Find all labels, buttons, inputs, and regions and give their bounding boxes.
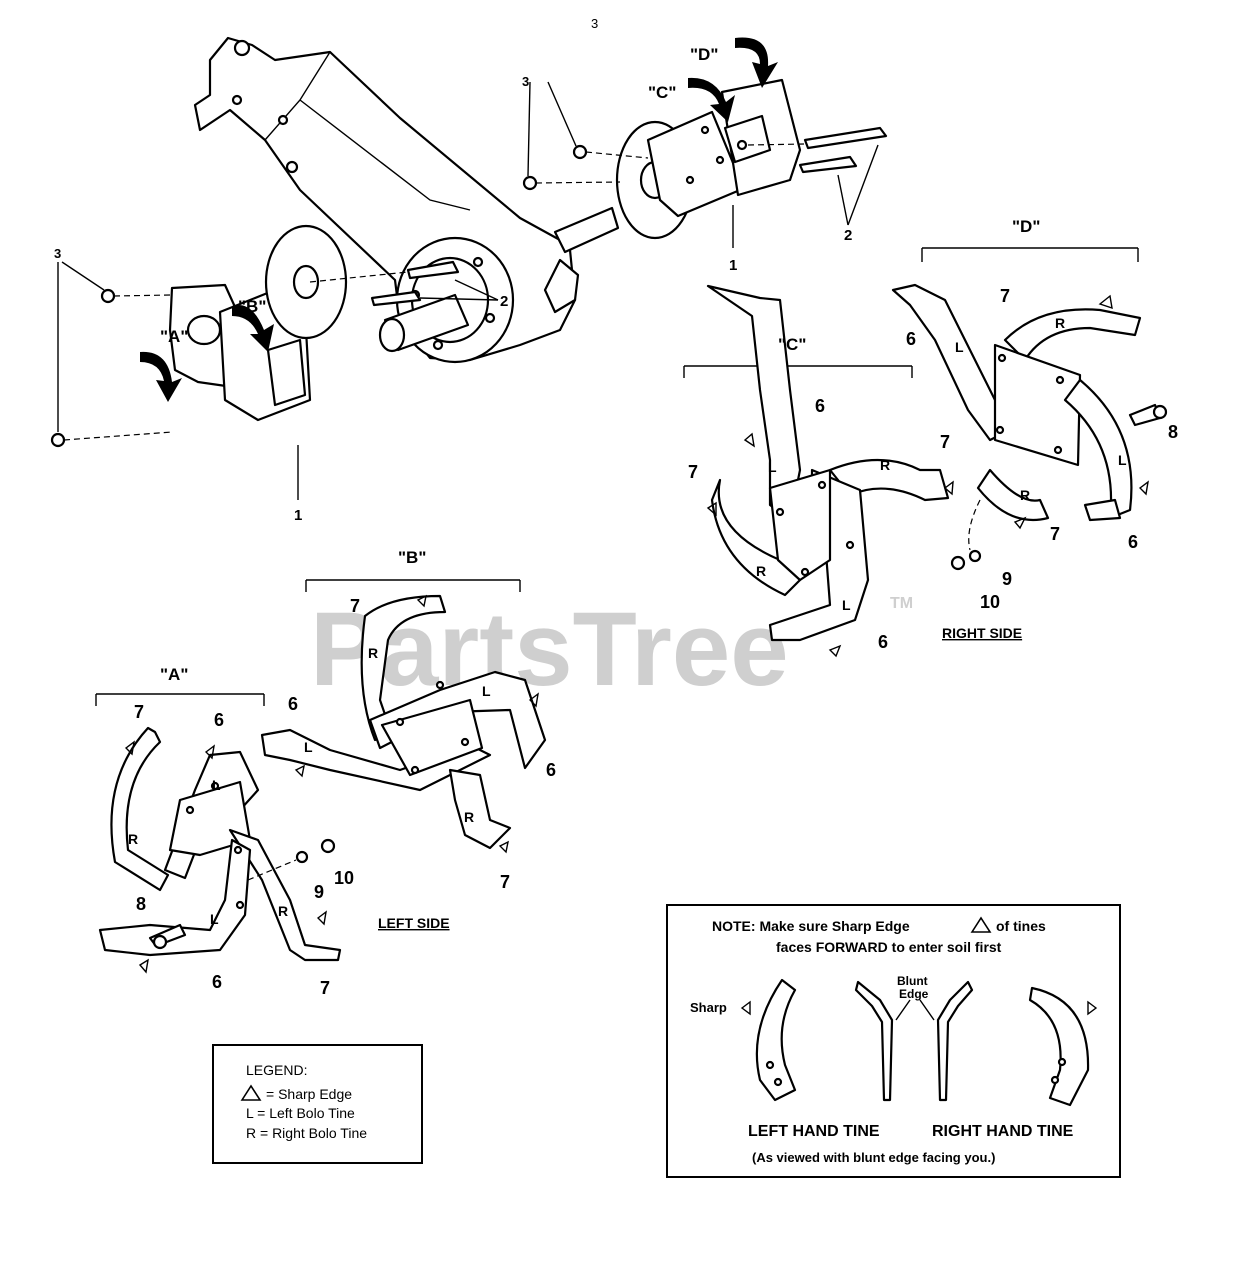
label-d: "D": [1012, 217, 1040, 236]
callout-a-10: 10: [334, 868, 354, 888]
callout-3-left: 3: [54, 246, 61, 261]
callout-3-right: 3: [522, 74, 529, 89]
callout-a-6a: 6: [214, 710, 224, 730]
callout-b-6a: 6: [288, 694, 298, 714]
label-c-hub: "C": [648, 83, 676, 102]
callout-a-8: 8: [136, 894, 146, 914]
tine-b-letter-l2: L: [304, 739, 313, 755]
left-hand-tine-icon: [755, 978, 797, 1102]
legend-left: L = Left Bolo Tine: [246, 1105, 355, 1121]
legend-sharp: = Sharp Edge: [266, 1086, 352, 1102]
right-hand-tine-label: RIGHT HAND TINE: [932, 1123, 1074, 1140]
sharp-edge-icon: [240, 1084, 262, 1101]
tine-b-letter-r2: R: [464, 809, 474, 825]
legend-box: LEGEND: = Sharp Edge L = Left Bolo Tine …: [212, 1044, 423, 1164]
tine-assembly-b: "B" R L L R 7 6 6 7: [260, 548, 556, 892]
right-hub-assembly: [522, 37, 888, 248]
note-line-1b: of tines: [996, 918, 1046, 934]
tine-a-letter-l1: L: [212, 777, 221, 793]
label-c: "C": [778, 335, 806, 354]
tine-c-letter-r2: R: [756, 563, 766, 579]
tine-b-letter-r: R: [368, 645, 378, 661]
note-sharp-edge-icon: [970, 916, 992, 933]
left-side-label: LEFT SIDE: [378, 915, 450, 931]
tine-assembly-d: "D" L R R L 6 7 8 7 6 9 10 RIGHT SIDE: [891, 217, 1178, 641]
tine-a-letter-r2: R: [278, 903, 288, 919]
tine-d-letter-r2: R: [1020, 487, 1030, 503]
tine-assembly-a: "A" L R L R 7 6 8 9 10 6 7 LEFT SIDE: [95, 665, 450, 998]
callout-c-7b: 7: [940, 432, 950, 452]
tine-d-letter-l2: L: [1118, 452, 1127, 468]
callout-a-7a: 7: [134, 702, 144, 722]
tine-b-letter-l1: L: [482, 683, 491, 699]
callout-c-6b: 6: [878, 632, 888, 652]
tine-a-letter-l2: L: [210, 911, 219, 927]
callout-d-8: 8: [1168, 422, 1178, 442]
watermark-tm: TM: [890, 595, 913, 612]
label-a-hub: "A": [160, 327, 188, 346]
right-hand-tine-icon: [1028, 986, 1090, 1107]
blunt-label-2: Edge: [899, 987, 929, 1001]
tine-d-letter-l: L: [955, 339, 964, 355]
callout-d-10: 10: [980, 592, 1000, 612]
sharp-label: Sharp: [690, 1000, 727, 1015]
left-hand-tine-label: LEFT HAND TINE: [748, 1123, 880, 1140]
blunt-edge-right-icon: [936, 980, 974, 1102]
note-line-1: NOTE: Make sure Sharp Edge: [712, 918, 910, 934]
callout-d-7b: 7: [1050, 524, 1060, 544]
legend-right: R = Right Bolo Tine: [246, 1125, 367, 1141]
callout-a-7b: 7: [320, 978, 330, 998]
callout-1-right: 1: [729, 257, 737, 274]
label-b: "B": [398, 548, 426, 567]
callout-d-9: 9: [1002, 569, 1012, 589]
blunt-edge-left-icon: [854, 980, 894, 1102]
label-b-hub: "B": [238, 297, 266, 316]
callout-c-7a: 7: [688, 462, 698, 482]
callout-2-right: 2: [844, 227, 852, 244]
right-side-label: RIGHT SIDE: [942, 625, 1022, 641]
tine-assembly-c: "C" L R R L 6 7 7 6: [683, 284, 954, 658]
label-a: "A": [160, 665, 188, 684]
viewed-note: (As viewed with blunt edge facing you.): [752, 1150, 995, 1165]
callout-a-9: 9: [314, 882, 324, 902]
tine-c-letter-l1: L: [768, 459, 777, 475]
callout-d-7a: 7: [1000, 286, 1010, 306]
tine-c-letter-r1: R: [880, 457, 890, 473]
tine-a-letter-r1: R: [128, 831, 138, 847]
callout-1-left: 1: [294, 507, 302, 524]
callout-b-7b: 7: [500, 872, 510, 892]
tine-c-letter-l2: L: [842, 597, 851, 613]
left-hub-assembly: [50, 224, 499, 500]
note-line-2: faces FORWARD to enter soil first: [776, 939, 1002, 955]
callout-b-7a: 7: [350, 596, 360, 616]
tine-d-letter-r1: R: [1055, 315, 1065, 331]
callout-d-6a: 6: [906, 329, 916, 349]
label-d-hub: "D": [690, 45, 718, 64]
page-number: 3: [591, 16, 598, 31]
callout-a-6b: 6: [212, 972, 222, 992]
callout-c-6a: 6: [815, 396, 825, 416]
callout-b-6b: 6: [546, 760, 556, 780]
callout-2-left: 2: [500, 293, 508, 310]
callout-d-6b: 6: [1128, 532, 1138, 552]
note-box: NOTE: Make sure Sharp Edge of tines face…: [666, 904, 1121, 1178]
blunt-label-1: Blunt: [897, 974, 928, 988]
legend-title: LEGEND:: [246, 1062, 307, 1078]
